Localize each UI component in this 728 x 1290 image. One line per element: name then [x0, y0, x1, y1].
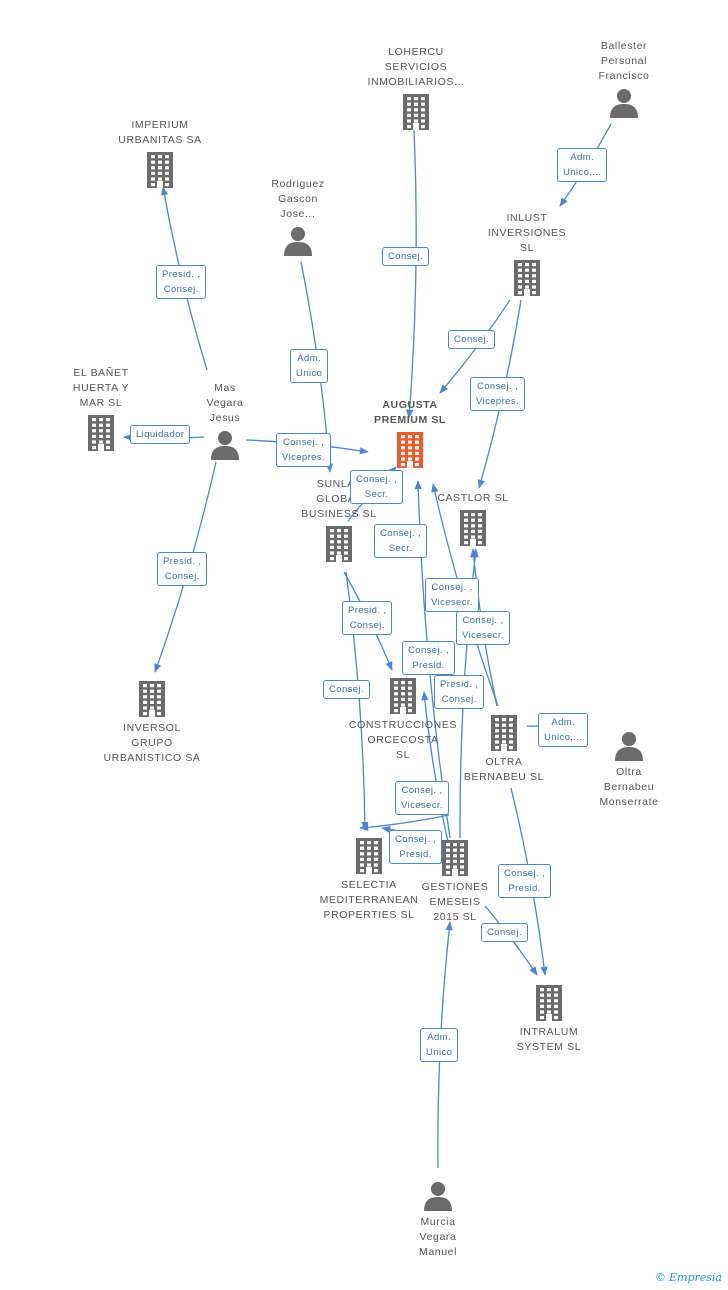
node-elbanet[interactable]: EL BAÑET HUERTA Y MAR SL — [36, 366, 166, 451]
node-murcia[interactable]: Murcia Vegara Manuel — [373, 1181, 503, 1260]
node-oltrabernabeu[interactable]: OLTRA BERNABEU SL — [439, 715, 569, 785]
node-label: Rodriguez Gascon Jose... — [271, 178, 325, 220]
building-icon — [514, 260, 540, 296]
edge-gestiones-construcciones — [421, 691, 449, 843]
edge-label[interactable]: Adm. Unico,... — [557, 148, 608, 182]
building-icon — [356, 838, 382, 874]
node-label: Murcia Vegara Manuel — [418, 1216, 458, 1258]
node-label: LOHERCU SERVICIOS INMOBILIARIOS... — [367, 46, 465, 88]
edge-label[interactable]: Consej. , Presid. — [389, 830, 443, 864]
edge-label[interactable]: Consej. , Vicepres. — [276, 433, 332, 467]
node-label: OLTRA BERNABEU SL — [463, 756, 545, 783]
node-augusta[interactable]: AUGUSTA PREMIUM SL — [345, 398, 475, 468]
edge-label[interactable]: Consej. , Vicesecr. — [456, 611, 510, 645]
edge-label[interactable]: Consej. , Secr. — [350, 470, 404, 504]
node-label: GESTIONES EMESEIS 2015 SL — [421, 881, 489, 923]
edge-label[interactable]: Consej. — [323, 680, 371, 699]
edge-label[interactable]: Consej. , Secr. — [374, 524, 428, 558]
edge-label[interactable]: Consej. — [481, 923, 529, 942]
node-label: IMPERIUM URBANITAS SA — [118, 119, 202, 146]
node-inlust[interactable]: INLUST INVERSIONES SL — [462, 211, 592, 296]
node-construcciones[interactable]: CONSTRUCCIONES ORCECOSTA SL — [338, 678, 468, 763]
building-icon — [397, 432, 423, 468]
node-rodriguez[interactable]: Rodriguez Gascon Jose... — [233, 177, 363, 256]
node-label: Ballester Personal Francisco — [598, 40, 650, 82]
edge-label[interactable]: Consej. , Presid. — [402, 641, 456, 675]
brand-name: Empresia — [669, 1271, 722, 1284]
building-icon — [460, 510, 486, 546]
node-label: INTRALUM SYSTEM SL — [516, 1026, 582, 1053]
node-gestiones[interactable]: GESTIONES EMESEIS 2015 SL — [390, 840, 520, 925]
node-sunlat[interactable]: SUNLAT GLOBAL BUSINESS SL — [274, 477, 404, 562]
node-intralum[interactable]: INTRALUM SYSTEM SL — [484, 985, 614, 1055]
building-icon — [88, 415, 114, 451]
node-label: CONSTRUCCIONES ORCECOSTA SL — [348, 719, 458, 761]
edge-lohercu-augusta — [406, 129, 417, 419]
edge-label[interactable]: Presid. , Consej. — [156, 265, 207, 299]
edge-label[interactable]: Consej. — [382, 247, 430, 266]
person-icon — [211, 431, 239, 460]
edge-label[interactable]: Consej. , Vicepres. — [470, 377, 526, 411]
edge-label[interactable]: Presid. , Consej. — [157, 552, 208, 586]
edge-label[interactable]: Adm. Unico — [420, 1028, 459, 1062]
building-icon — [536, 985, 562, 1021]
node-lohercu[interactable]: LOHERCU SERVICIOS INMOBILIARIOS... — [351, 45, 481, 130]
brand-watermark: ©Empresia — [655, 1271, 722, 1284]
edge-label[interactable]: Consej. , Vicesecr. — [425, 578, 479, 612]
node-oltraperson[interactable]: Oltra Bernabeu Monserrate — [564, 731, 694, 810]
edge-label[interactable]: Liquidador — [130, 425, 191, 444]
building-icon — [442, 840, 468, 876]
edge-label[interactable]: Consej. — [448, 330, 496, 349]
node-selectia[interactable]: SELECTIA MEDITERRANEAN PROPERTIES SL — [304, 838, 434, 923]
node-label: EL BAÑET HUERTA Y MAR SL — [72, 367, 130, 409]
edge-label[interactable]: Adm. Unico — [290, 349, 329, 383]
edge-label[interactable]: Consej. , Presid. — [498, 864, 552, 898]
edge-gestiones-selectia — [359, 814, 450, 831]
node-label: Mas Vegara Jesus — [206, 382, 244, 424]
edge-label[interactable]: Presid. , Consej. — [434, 675, 485, 709]
node-mas[interactable]: Mas Vegara Jesus — [160, 381, 290, 460]
node-label: SUNLAT GLOBAL BUSINESS SL — [301, 478, 377, 520]
edge-label[interactable]: Presid. , Consej. — [342, 601, 393, 635]
copyright-symbol: © — [655, 1271, 666, 1284]
building-icon — [147, 152, 173, 188]
building-icon — [139, 681, 165, 717]
building-icon — [403, 94, 429, 130]
node-ballester[interactable]: Ballester Personal Francisco — [559, 39, 689, 118]
person-icon — [610, 89, 638, 118]
node-imperium[interactable]: IMPERIUM URBANITAS SA — [95, 118, 225, 188]
node-inversol[interactable]: INVERSOL GRUPO URBANISTICO SA — [87, 681, 217, 766]
node-label: SELECTIA MEDITERRANEAN PROPERTIES SL — [319, 879, 419, 921]
node-label: AUGUSTA PREMIUM SL — [374, 399, 446, 426]
person-icon — [615, 732, 643, 761]
building-icon — [326, 526, 352, 562]
node-label: INVERSOL GRUPO URBANISTICO SA — [103, 722, 201, 764]
edge-label[interactable]: Consej. , Vicesecr. — [395, 781, 449, 815]
building-icon — [491, 715, 517, 751]
node-label: INLUST INVERSIONES SL — [487, 212, 567, 254]
person-icon — [284, 227, 312, 256]
building-icon — [390, 678, 416, 714]
node-label: CASTLOR SL — [437, 492, 509, 504]
node-label: Oltra Bernabeu Monserrate — [599, 766, 659, 808]
person-icon — [424, 1182, 452, 1211]
node-castlor[interactable]: CASTLOR SL — [408, 491, 538, 546]
edge-label[interactable]: Adm. Unico,... — [538, 713, 589, 747]
